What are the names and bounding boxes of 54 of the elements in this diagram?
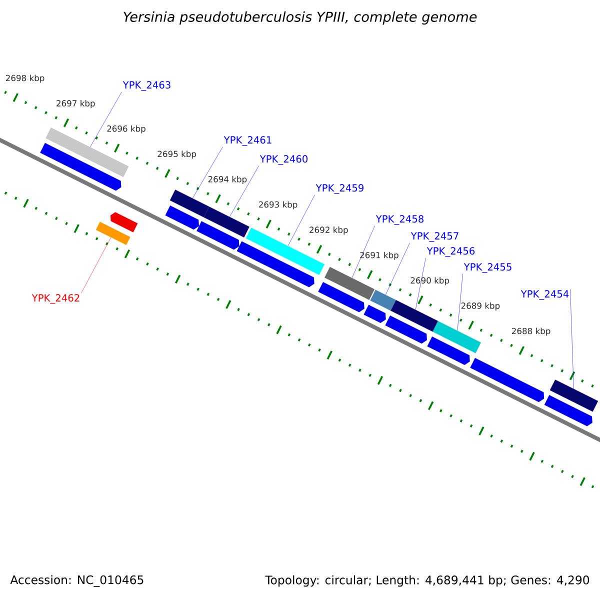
- gene-label: YPK_2458: [376, 215, 424, 225]
- scale-label: 2696 kbp: [107, 125, 146, 134]
- scale-label: 2694 kbp: [208, 176, 247, 184]
- leader-line: [90, 92, 122, 148]
- cds-feature: [364, 304, 386, 323]
- title: Yersinia pseudotuberculosis YPIII, complete genome: [124, 11, 477, 25]
- scale-label: 2693 kbp: [258, 201, 298, 210]
- scale-label: 2690 kbp: [410, 277, 450, 286]
- cds-feature: [470, 358, 544, 402]
- scale-label: 2688 kbp: [512, 328, 550, 336]
- cds-feature: [196, 221, 240, 250]
- cds-feature: [110, 212, 138, 232]
- cds-feature: [385, 315, 427, 344]
- gene-bar: [324, 266, 375, 300]
- leader-line: [457, 274, 463, 331]
- gene-label: YPK_2459: [316, 184, 364, 194]
- gene-label: YPK_2461: [224, 136, 272, 146]
- scale-label: 2695 kbp: [158, 150, 196, 159]
- leader-line: [415, 258, 426, 310]
- leader-line: [192, 146, 223, 198]
- cds-feature: [318, 282, 364, 312]
- gene-label: YPK_2455: [464, 263, 512, 273]
- leader-line: [81, 237, 112, 294]
- gene-bar: [390, 300, 438, 332]
- leader-line: [570, 288, 574, 389]
- cds-feature: [236, 241, 314, 288]
- gene-label: YPK_2460: [260, 155, 308, 165]
- gene-label: YPK_2457: [410, 232, 458, 242]
- cds-feature: [40, 142, 122, 191]
- gene-bar: [170, 190, 210, 218]
- footer-text: Topology: circular; Length: 4,689,441 bp; Genes: 4,290: [265, 575, 590, 587]
- cds-feature: [544, 395, 592, 426]
- gene-label: YPK_2462: [32, 294, 80, 304]
- gene-bar: [550, 380, 598, 412]
- leader-line: [230, 166, 259, 217]
- gene-bar: [432, 321, 481, 354]
- gene-bar: [46, 127, 129, 178]
- footer-text: Accession: NC_010465: [10, 575, 144, 587]
- gene-label: YPK_2456: [426, 247, 475, 257]
- cds-feature: [427, 336, 470, 366]
- leader-line: [288, 194, 315, 246]
- gene-bar: [204, 206, 250, 238]
- leader-line: [352, 226, 375, 278]
- gene-bar: [96, 222, 130, 246]
- gene-bar: [370, 290, 396, 311]
- gene-label: YPK_2463: [122, 81, 170, 91]
- scale-label: 2697 kbp: [56, 100, 95, 108]
- gene-label: YPK_2454: [520, 290, 569, 300]
- scale-label: 2689 kbp: [461, 302, 500, 310]
- scale-label: 2691 kbp: [360, 252, 398, 260]
- cds-feature: [165, 206, 199, 230]
- leader-line: [386, 242, 410, 295]
- scale-label: 2698 kbp: [6, 74, 44, 83]
- scale-label: 2692 kbp: [310, 226, 348, 235]
